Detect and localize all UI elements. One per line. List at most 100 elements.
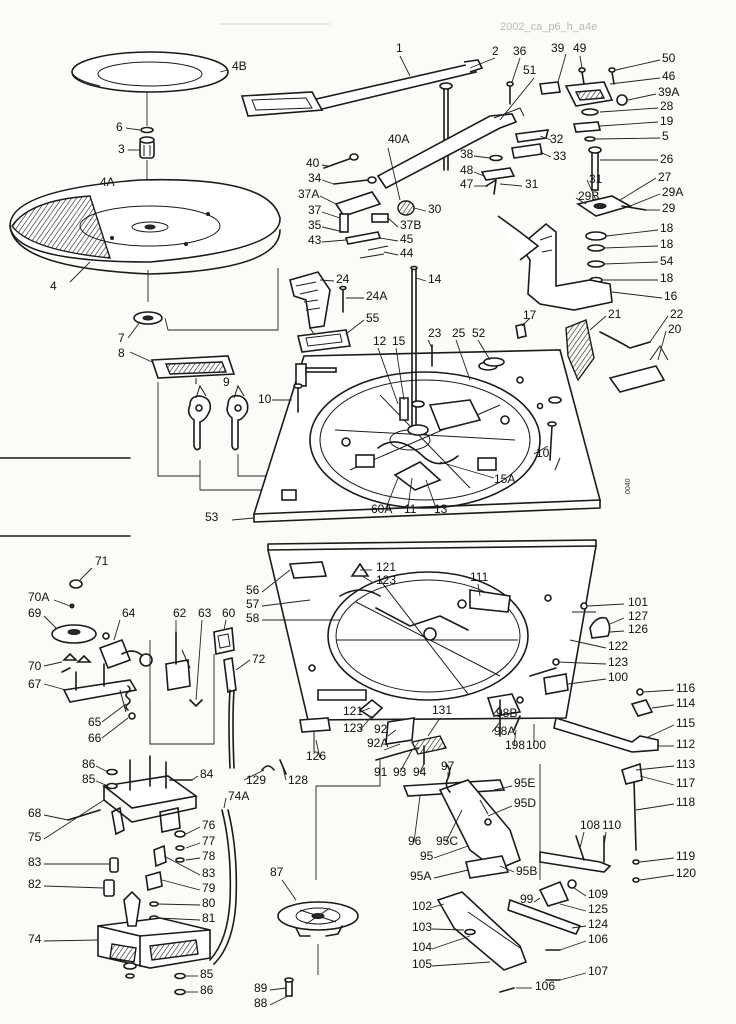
disc-69 [51,624,97,644]
callout-33: 33 [553,149,567,163]
callout-117: 117 [676,776,695,790]
knob-71-70a [69,579,83,609]
base-plate-53 [252,349,602,523]
callout-38: 38 [460,147,474,161]
callout-9: 9 [223,375,230,389]
cartridge-head [240,91,324,117]
callout-3: 3 [118,142,125,156]
callout-102: 102 [412,899,432,913]
callout-122: 122 [608,639,628,653]
callout-105: 105 [412,957,432,971]
callout-35: 35 [308,218,322,232]
callout-5: 5 [662,129,669,143]
callout-31b: 31 [589,172,603,186]
leader-7 [164,268,279,331]
callout-40: 40 [306,156,320,170]
callout-54: 54 [660,254,674,268]
support-16 [497,215,613,311]
callout-68: 68 [28,806,42,820]
callout-92: 92 [374,722,388,736]
callout-96: 96 [408,834,422,848]
callout-18b: 18 [660,237,674,251]
callout-93: 93 [393,765,407,779]
washer-25 [483,357,505,367]
washers-85-86 [106,768,186,996]
washers-28-19-5 [572,108,602,142]
callout-100a: 100 [608,670,628,684]
callout-65: 65 [88,715,102,729]
callout-128: 128 [288,773,308,787]
callout-75: 75 [28,830,42,844]
callout-85a: 85 [82,772,96,786]
callout-12: 12 [373,334,387,348]
callout-15: 15 [392,334,406,348]
screw-10-left [293,383,303,413]
callout-95: 95 [420,849,434,863]
callout-44: 44 [400,246,414,260]
callout-94: 94 [413,765,427,779]
callout-15a: 15A [494,472,515,486]
callout-82: 82 [28,877,42,891]
callout-70: 70 [28,659,42,673]
idler-wheel-87 [277,901,359,975]
callout-104: 104 [412,940,432,954]
foot-100 [543,673,569,695]
cord-72 [223,657,237,769]
callout-69: 69 [28,606,42,620]
clip-17 [515,323,527,339]
callout-72: 72 [252,652,266,666]
callout-8: 8 [118,346,125,360]
arm-51 [376,107,525,190]
callout-107: 107 [588,964,608,978]
bracket-60 [213,627,235,655]
slide-102-103 [436,891,528,971]
callout-58: 58 [246,611,260,625]
callout-120: 120 [676,866,696,880]
callout-124: 124 [588,917,608,931]
plate-55 [297,329,351,353]
callout-80: 80 [202,896,216,910]
callout-45: 45 [400,232,414,246]
callout-97: 97 [441,759,455,773]
callout-109: 109 [588,887,608,901]
callout-39: 39 [551,41,565,55]
callout-79: 79 [202,881,216,895]
motor-74 [97,890,211,979]
callout-4b: 4B [232,59,247,73]
callout-29b: 29B [578,189,599,203]
callout-6: 6 [116,120,123,134]
callout-114: 114 [676,696,695,710]
callout-106a: 106 [588,932,608,946]
callout-81: 81 [202,911,216,925]
pad-126 [299,717,331,752]
callout-24: 24 [336,272,350,286]
callout-126a: 126 [628,622,648,636]
callout-70a: 70A [28,590,49,604]
screw-24a [339,285,347,313]
spring-22 [599,331,651,349]
pin-68 [67,809,101,821]
callout-123c: 123 [343,721,363,735]
callout-37a: 37A [298,187,319,201]
callout-56: 56 [246,583,260,597]
callout-4: 4 [50,279,57,293]
pins-70 [61,652,92,673]
callout-18a: 18 [660,221,674,235]
turntable-platter-4 [9,178,281,275]
side-code: 0040 [625,478,632,494]
callout-27: 27 [658,170,672,184]
callout-51: 51 [523,63,537,77]
callout-98b: 98B [496,706,517,720]
cable-74a [209,809,238,965]
legs-9 [187,384,249,451]
callout-116: 116 [676,681,695,695]
callout-60a: 60A [371,502,392,516]
shaft-26 [588,146,602,191]
callout-88: 88 [254,996,268,1010]
lever-95 [438,779,521,879]
washers-18-54 [585,231,607,284]
clip-63 [189,699,203,707]
motor-mount-75 [102,755,198,836]
callout-46: 46 [662,69,676,83]
